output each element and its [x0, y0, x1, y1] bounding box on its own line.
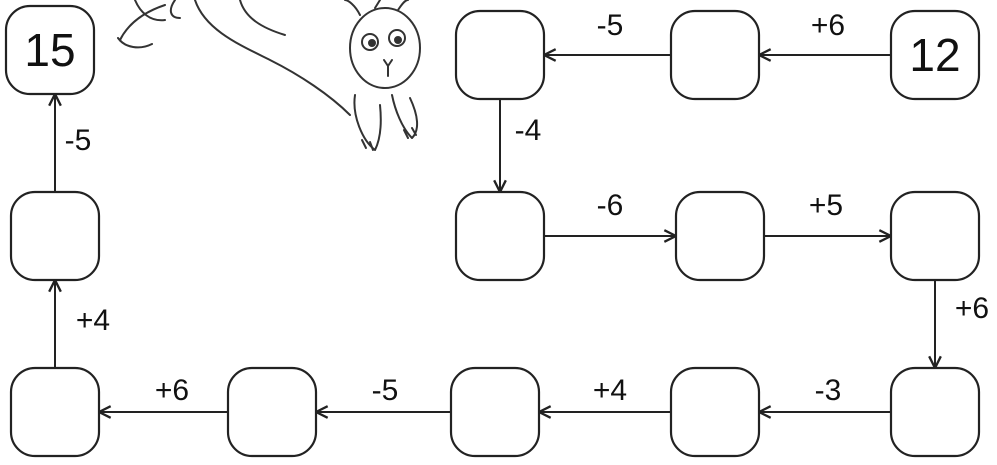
box-outline	[889, 190, 981, 282]
number-box-blank-9[interactable]	[226, 366, 318, 458]
box-outline	[889, 366, 981, 458]
number-box-blank-3[interactable]	[454, 190, 546, 282]
number-box-blank-4[interactable]	[674, 190, 766, 282]
operation-label: -5	[372, 374, 399, 407]
operation-label: +5	[809, 189, 843, 222]
box-outline	[226, 366, 318, 458]
number-box-blank-1[interactable]	[669, 9, 761, 101]
operation-label: +4	[76, 304, 110, 337]
number-box-12: 12	[889, 9, 981, 101]
box-value: 15	[24, 24, 75, 76]
operation-label: +6	[955, 292, 989, 325]
arrows-layer	[55, 55, 935, 412]
box-outline	[889, 9, 981, 101]
box-outline	[4, 4, 96, 96]
number-box-blank-2[interactable]	[454, 9, 546, 101]
box-outline	[9, 190, 101, 282]
box-outline	[669, 366, 761, 458]
operation-label: -5	[597, 9, 624, 42]
operation-label: -5	[65, 124, 92, 157]
box-value: 12	[909, 29, 960, 81]
operation-label: -6	[597, 189, 624, 222]
rabbit-icon	[117, 0, 421, 151]
number-box-blank-5[interactable]	[889, 190, 981, 282]
operation-label: -3	[815, 374, 842, 407]
box-outline	[454, 9, 546, 101]
box-outline	[669, 9, 761, 101]
operation-label: +6	[811, 9, 845, 42]
number-box-blank-7[interactable]	[669, 366, 761, 458]
boxes-layer: 12 15	[4, 4, 981, 458]
operation-label: +4	[593, 374, 627, 407]
box-outline	[454, 190, 546, 282]
operation-label: -4	[515, 114, 542, 147]
number-box-15: 15	[4, 4, 96, 96]
operation-labels-layer: +6 -5 -4 -6 +5 +6 -3 +4 -5 +6 +4 -5	[65, 9, 989, 407]
number-box-blank-10[interactable]	[9, 366, 101, 458]
box-outline	[9, 366, 101, 458]
number-box-blank-11[interactable]	[9, 190, 101, 282]
box-outline	[674, 190, 766, 282]
number-box-blank-8[interactable]	[449, 366, 541, 458]
box-outline	[449, 366, 541, 458]
operation-label: +6	[155, 374, 189, 407]
number-box-blank-6[interactable]	[889, 366, 981, 458]
